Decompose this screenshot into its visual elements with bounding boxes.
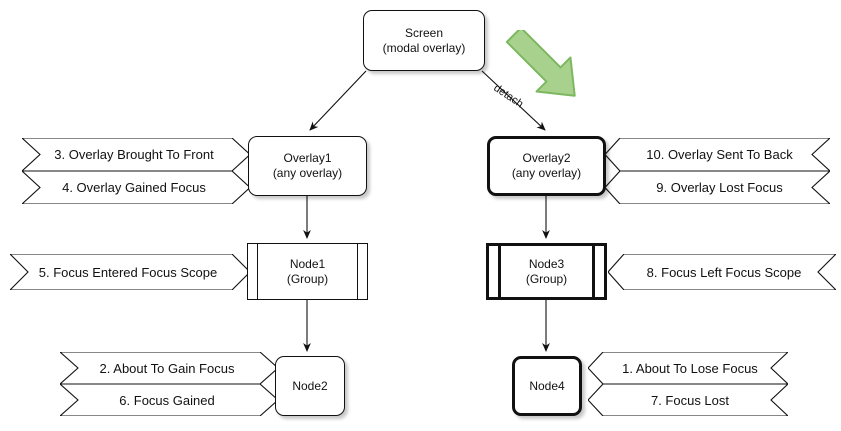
node-node2-label-primary: Node2 xyxy=(292,378,328,393)
node-node1[interactable]: Node1 (Group) xyxy=(247,243,368,300)
event-banner-label: 8. Focus Left Focus Scope xyxy=(646,264,802,280)
event-banner-focus-lost[interactable]: 7. Focus Lost xyxy=(588,384,788,416)
node-overlay2[interactable]: Overlay2 (any overlay) xyxy=(487,136,606,196)
edge-screen-to-overlay1 xyxy=(309,70,367,131)
event-banner-overlay-lost-focus[interactable]: 9. Overlay Lost Focus xyxy=(605,171,830,204)
group-bar-left xyxy=(257,244,258,299)
event-banner-label: 2. About To Gain Focus xyxy=(99,360,235,376)
node-node4-label-primary: Node4 xyxy=(529,378,565,393)
event-banner-overlay-sent-to-back[interactable]: 10. Overlay Sent To Back xyxy=(605,138,830,171)
node-overlay1-label-primary: Overlay1 xyxy=(283,151,332,165)
event-banner-focus-left-focus-scope[interactable]: 8. Focus Left Focus Scope xyxy=(608,254,836,290)
node-overlay2-label-secondary: (any overlay) xyxy=(511,166,582,180)
event-banner-about-to-gain-focus[interactable]: 2. About To Gain Focus xyxy=(60,352,278,384)
group-bar-left xyxy=(498,246,501,297)
node-node2[interactable]: Node2 xyxy=(275,356,345,416)
node-overlay1-label-secondary: (any overlay) xyxy=(272,166,343,180)
group-bar-right xyxy=(357,244,358,299)
event-banner-overlay-brought-to-front[interactable]: 3. Overlay Brought To Front xyxy=(22,138,250,171)
node-node3[interactable]: Node3 (Group) xyxy=(486,243,607,300)
node-node1-label-secondary: (Group) xyxy=(286,271,329,286)
node-node3-label-secondary: (Group) xyxy=(525,271,568,286)
node-node3-label-primary: Node3 xyxy=(528,256,565,271)
event-banner-overlay-gained-focus[interactable]: 4. Overlay Gained Focus xyxy=(22,171,250,204)
node-node1-label-primary: Node1 xyxy=(289,256,326,271)
event-banner-label: 1. About To Lose Focus xyxy=(622,360,758,376)
event-banner-label: 3. Overlay Brought To Front xyxy=(54,147,214,162)
node-overlay1[interactable]: Overlay1 (any overlay) xyxy=(248,136,367,196)
node-overlay2-label-primary: Overlay2 xyxy=(522,151,571,165)
event-banner-label: 10. Overlay Sent To Back xyxy=(646,147,793,162)
event-banner-about-to-lose-focus[interactable]: 1. About To Lose Focus xyxy=(588,352,788,384)
event-banner-label: 5. Focus Entered Focus Scope xyxy=(38,264,218,280)
event-banner-label: 7. Focus Lost xyxy=(650,392,730,408)
node-node4[interactable]: Node4 xyxy=(512,356,582,416)
event-banner-label: 6. Focus Gained xyxy=(119,392,215,408)
event-banner-focus-gained[interactable]: 6. Focus Gained xyxy=(60,384,278,416)
event-banner-focus-entered-focus-scope[interactable]: 5. Focus Entered Focus Scope xyxy=(10,254,250,290)
node-screen-label-primary: Screen xyxy=(404,25,444,40)
edge-label-detach: detach xyxy=(491,82,526,111)
node-screen-label-secondary: (modal overlay) xyxy=(382,40,466,55)
event-banner-label: 9. Overlay Lost Focus xyxy=(656,180,783,195)
node-screen[interactable]: Screen (modal overlay) xyxy=(363,10,485,71)
event-banner-label: 4. Overlay Gained Focus xyxy=(62,180,206,195)
group-bar-right xyxy=(592,246,595,297)
